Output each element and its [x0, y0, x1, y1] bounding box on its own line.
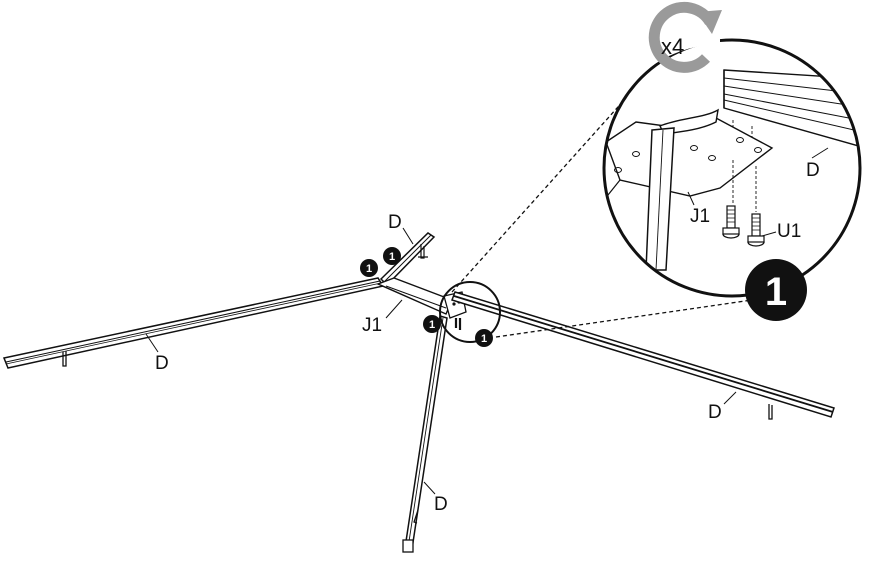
label-rail-left: D [145, 333, 169, 374]
detail-view: D J1 U1 [602, 36, 862, 298]
svg-text:D: D [155, 353, 169, 374]
repeat-arrow-icon: x4 [648, 1, 722, 73]
rail-bottom [402, 315, 448, 553]
leader-line-lower [495, 299, 753, 338]
bracket-j1 [376, 277, 467, 330]
rail-right [451, 291, 835, 420]
svg-text:1: 1 [366, 263, 372, 275]
label-bracket-detail: J1 [690, 206, 710, 227]
detail-circle [602, 38, 862, 298]
label-rail-right: D [708, 391, 737, 423]
svg-text:1: 1 [481, 333, 487, 345]
svg-text:D: D [434, 494, 448, 515]
step-badge: 1 [383, 247, 401, 265]
screw-u1 [722, 205, 740, 239]
svg-text:1: 1 [389, 251, 395, 263]
svg-text:D: D [708, 402, 722, 423]
zoom-circle [439, 281, 501, 343]
svg-text:1: 1 [765, 270, 787, 314]
label-rail-bottom: D [423, 481, 448, 515]
svg-text:J1: J1 [362, 315, 382, 336]
label-bracket-j1: J1 [362, 299, 403, 336]
label-rail-upper: D [388, 212, 414, 245]
repeat-count: x4 [661, 34, 684, 59]
step-badge: 1 [360, 259, 378, 277]
step-badge: 1 [423, 315, 441, 333]
leader-line-upper [451, 97, 627, 293]
label-screw-detail: U1 [777, 221, 801, 242]
rail-left [2, 277, 385, 369]
label-rail-detail: D [806, 160, 820, 181]
step-badge-large: 1 [745, 259, 807, 321]
step-badge: 1 [475, 329, 493, 347]
svg-text:1: 1 [429, 319, 435, 331]
svg-text:D: D [388, 212, 402, 233]
screw-u1 [747, 213, 765, 247]
